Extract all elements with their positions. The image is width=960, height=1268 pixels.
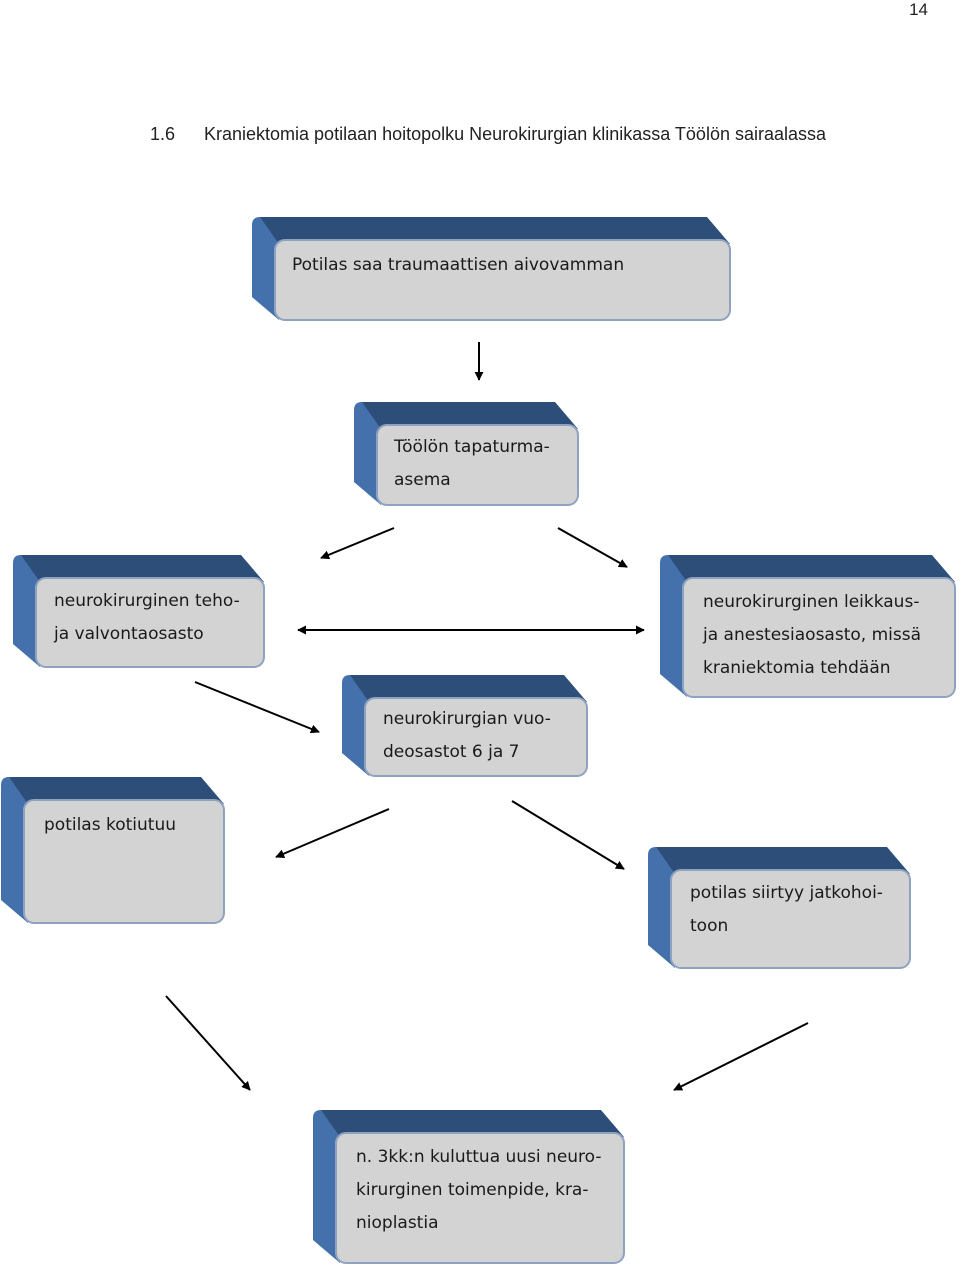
- box-text-line: neurokirurgian vuo-: [383, 709, 551, 729]
- box-text-vuodeosastot: neurokirurgian vuo-deosastot 6 ja 7: [383, 703, 551, 769]
- box-text-jatkohoito: potilas siirtyy jatkohoi-toon: [690, 877, 883, 943]
- box-face: [335, 1132, 625, 1264]
- box-face: [364, 697, 588, 777]
- box-text-teho: neurokirurginen teho-ja valvontaosasto: [54, 585, 240, 651]
- box-face: [274, 239, 731, 321]
- box-jatkohoito: [648, 847, 911, 969]
- box-text-line: potilas kotiutuu: [44, 815, 176, 835]
- section-heading: 1.6 Kraniektomia potilaan hoitopolku Neur…: [150, 124, 826, 145]
- box-teho: [13, 555, 265, 668]
- box-face: [23, 799, 225, 924]
- box-text-line: nioplastia: [356, 1213, 439, 1233]
- box-vuodeosastot: [342, 675, 588, 777]
- box-text-trauma: Potilas saa traumaattisen aivovamman: [292, 249, 624, 282]
- box-side: [13, 555, 40, 667]
- box-text-line: kirurginen toimenpide, kra-: [356, 1180, 589, 1200]
- arrow-tapaturma-asema-to-teho: [320, 527, 395, 560]
- box-text-line: Töölön tapaturma-: [394, 437, 550, 457]
- section-title: Kraniektomia potilaan hoitopolku Neuroki…: [204, 124, 827, 144]
- box-face: [35, 577, 265, 668]
- box-top: [668, 555, 955, 582]
- box-top: [656, 847, 910, 874]
- box-text-line: asema: [394, 470, 451, 490]
- box-top: [9, 777, 224, 804]
- box-text-line: toon: [690, 916, 729, 936]
- box-top: [21, 555, 264, 582]
- box-text-line: neurokirurginen leikkaus-: [703, 592, 920, 612]
- page-number: 14: [909, 0, 928, 19]
- box-text-line: deosastot 6 ja 7: [383, 742, 520, 762]
- boxes: [1, 217, 956, 1264]
- arrows: [165, 342, 809, 1091]
- box-top: [260, 217, 730, 244]
- box-text-kotiutuu: potilas kotiutuu: [44, 809, 176, 842]
- arrow-kotiutuu-to-kranioplastia: [165, 995, 251, 1091]
- box-side: [1, 777, 28, 923]
- box-top: [321, 1110, 624, 1137]
- box-side: [252, 217, 279, 320]
- arrow-tapaturma-asema-to-leikkaus: [557, 527, 628, 568]
- box-kotiutuu: [1, 777, 225, 924]
- box-face: [682, 577, 956, 698]
- box-side: [342, 675, 369, 776]
- box-face: [376, 424, 579, 506]
- box-text-leikkaus: neurokirurginen leikkaus-ja anestesiaosa…: [703, 586, 921, 685]
- arrow-vuodeosastot-to-jatkohoito: [511, 800, 625, 870]
- box-face: [670, 869, 911, 969]
- box-text-line: ja valvontaosasto: [54, 624, 204, 644]
- box-text-line: Potilas saa traumaattisen aivovamman: [292, 255, 625, 275]
- box-text-line: n. 3kk:n kuluttua uusi neuro-: [356, 1147, 602, 1167]
- arrow-vuodeosastot-to-kotiutuu: [275, 808, 390, 858]
- box-side: [660, 555, 687, 697]
- box-side: [648, 847, 675, 968]
- box-text-kranioplastia: n. 3kk:n kuluttua uusi neuro-kirurginen …: [356, 1141, 602, 1240]
- section-number: 1.6: [150, 124, 176, 144]
- box-text-tapaturma-asema: Töölön tapaturma-asema: [394, 431, 550, 497]
- arrow-jatkohoito-to-kranioplastia: [673, 1022, 809, 1091]
- box-top: [350, 675, 587, 702]
- box-text-line: ja anestesiaosasto, missä: [703, 625, 921, 645]
- box-text-line: neurokirurginen teho-: [54, 591, 240, 611]
- box-trauma: [252, 217, 731, 321]
- box-text-line: kraniektomia tehdään: [703, 658, 891, 678]
- arrow-teho-to-vuodeosastot: [194, 681, 320, 734]
- box-tapaturma-asema: [354, 402, 579, 506]
- box-kranioplastia: [313, 1110, 625, 1264]
- box-top: [362, 402, 578, 429]
- box-side: [313, 1110, 340, 1263]
- box-text-line: potilas siirtyy jatkohoi-: [690, 883, 883, 903]
- box-leikkaus: [660, 555, 956, 698]
- box-side: [354, 402, 381, 505]
